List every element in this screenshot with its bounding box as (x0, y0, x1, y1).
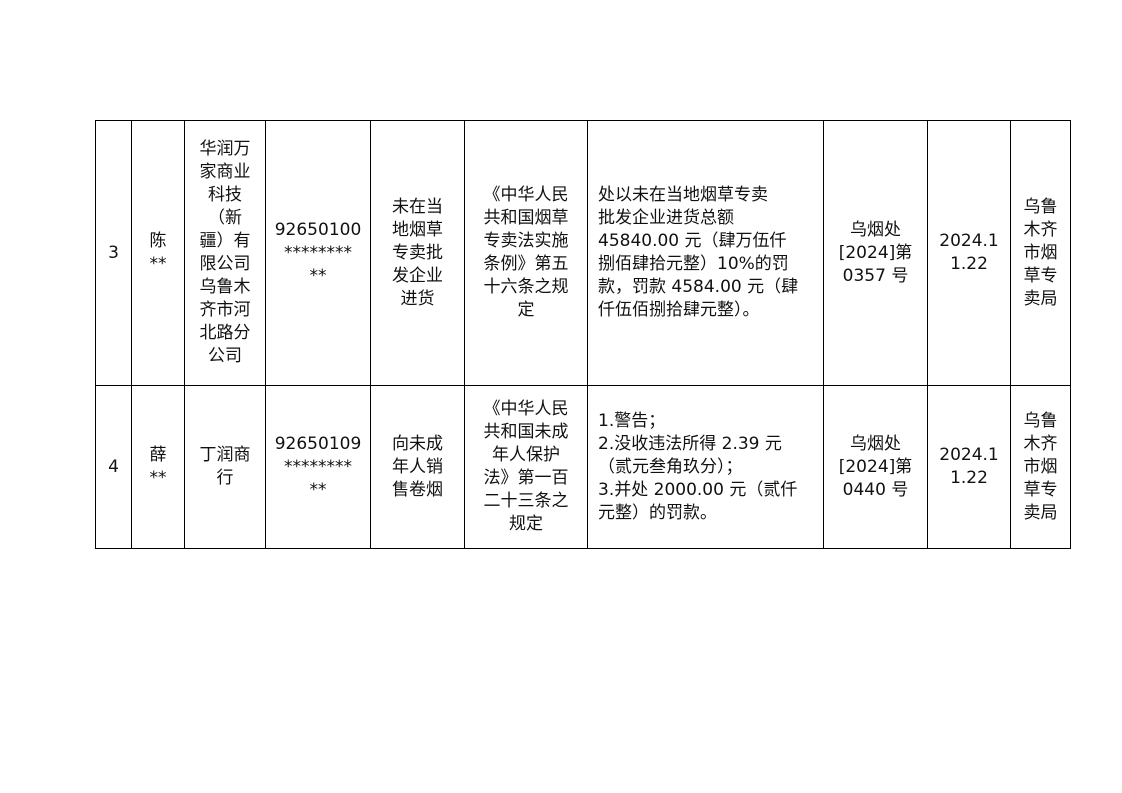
table-row: 4 薛 ** 丁润商 行 92650109 ******** ** 向未成 年人… (95, 385, 1071, 549)
penalty-content: 处以未在当地烟草专卖 批发企业进货总额 45840.00 元（肆万伍仟 捌佰肆拾… (587, 120, 824, 386)
row-index: 4 (95, 385, 132, 549)
penalty-content: 1.警告； 2.没收违法所得 2.39 元 （贰元叁角玖分）； 3.并处 200… (587, 385, 824, 549)
legal-basis: 《中华人民 共和国未成 年人保护 法》第一百 二十三条之 规定 (464, 385, 588, 549)
legal-basis: 《中华人民 共和国烟草 专卖法实施 条例》第五 十六条之规 定 (464, 120, 588, 386)
row-index: 3 (95, 120, 132, 386)
party-name: 陈 ** (131, 120, 185, 386)
violation-description: 未在当 地烟草 专卖批 发企业 进货 (370, 120, 465, 386)
decision-date: 2024.1 1.22 (927, 120, 1011, 386)
company-name: 华润万 家商业 科技 （新 疆）有 限公司 乌鲁木 齐市河 北路分 公司 (184, 120, 266, 386)
violation-description: 向未成 年人销 售卷烟 (370, 385, 465, 549)
decision-document-number: 乌烟处 [2024]第 0357 号 (823, 120, 928, 386)
issuing-authority: 乌鲁 木齐 市烟 草专 卖局 (1010, 120, 1071, 386)
company-name: 丁润商 行 (184, 385, 266, 549)
party-name: 薛 ** (131, 385, 185, 549)
license-number: 92650109 ******** ** (265, 385, 371, 549)
license-number: 92650100 ******** ** (265, 120, 371, 386)
penalty-records-table: 3 陈 ** 华润万 家商业 科技 （新 疆）有 限公司 乌鲁木 齐市河 北路分… (95, 120, 1071, 549)
decision-date: 2024.1 1.22 (927, 385, 1011, 549)
issuing-authority: 乌鲁 木齐 市烟 草专 卖局 (1010, 385, 1071, 549)
table-row: 3 陈 ** 华润万 家商业 科技 （新 疆）有 限公司 乌鲁木 齐市河 北路分… (95, 120, 1071, 386)
decision-document-number: 乌烟处 [2024]第 0440 号 (823, 385, 928, 549)
